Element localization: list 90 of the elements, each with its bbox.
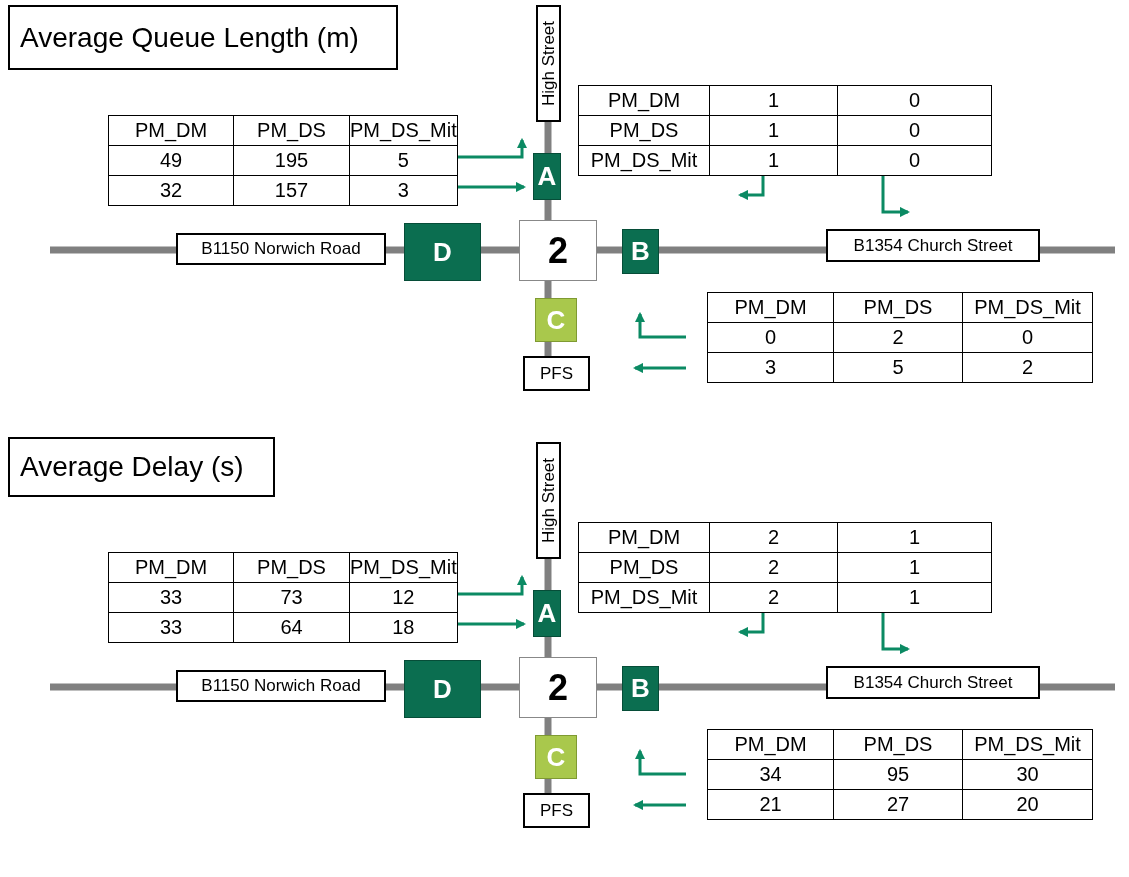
road-line xyxy=(544,281,552,298)
column-header: PM_DS xyxy=(833,729,963,760)
junction-arm-label: D xyxy=(404,660,481,718)
column-header: PM_DS xyxy=(833,292,963,323)
data-value: 2 xyxy=(833,322,963,353)
row-header: PM_DS_Mit xyxy=(578,145,710,176)
data-value: 157 xyxy=(233,175,350,206)
row-header: PM_DM xyxy=(578,522,710,553)
data-value: 2 xyxy=(962,352,1093,383)
column-header: PM_DS_Mit xyxy=(349,552,458,583)
data-value: 73 xyxy=(233,582,350,613)
column-header: PM_DS_Mit xyxy=(962,729,1093,760)
road-line xyxy=(481,683,519,691)
data-value: 0 xyxy=(837,145,992,176)
data-value: 5 xyxy=(349,145,458,176)
junction-arm-label: B xyxy=(622,229,659,274)
column-header: PM_DS xyxy=(233,115,350,146)
row-header: PM_DS xyxy=(578,552,710,583)
data-value: 1 xyxy=(837,522,992,553)
row-header: PM_DS_Mit xyxy=(578,582,710,613)
street-name-sign: B1354 Church Street xyxy=(826,666,1040,699)
road-line xyxy=(544,559,552,590)
data-value: 33 xyxy=(108,612,234,643)
row-header: PM_DM xyxy=(578,85,710,116)
road-line xyxy=(659,246,826,254)
data-value: 32 xyxy=(108,175,234,206)
junction-arm-label: C xyxy=(535,298,577,342)
road-line xyxy=(659,683,826,691)
data-value: 95 xyxy=(833,759,963,790)
junction-arm-label: D xyxy=(404,223,481,281)
road-line xyxy=(481,246,519,254)
junction-number: 2 xyxy=(519,657,597,718)
road-line xyxy=(544,342,552,356)
data-value: 195 xyxy=(233,145,350,176)
data-value: 27 xyxy=(833,789,963,820)
data-value: 1 xyxy=(709,85,838,116)
data-value: 33 xyxy=(108,582,234,613)
data-value: 1 xyxy=(837,552,992,583)
data-value: 30 xyxy=(962,759,1093,790)
street-name-sign: B1150 Norwich Road xyxy=(176,670,386,702)
data-value: 2 xyxy=(709,582,838,613)
data-value: 2 xyxy=(709,552,838,583)
road-line xyxy=(386,246,404,254)
street-name-sign: B1354 Church Street xyxy=(826,229,1040,262)
column-header: PM_DM xyxy=(108,552,234,583)
column-header: PM_DS_Mit xyxy=(962,292,1093,323)
column-header: PM_DS_Mit xyxy=(349,115,458,146)
data-value: 0 xyxy=(707,322,834,353)
column-header: PM_DM xyxy=(108,115,234,146)
junction-arm-label: B xyxy=(622,666,659,711)
road-line xyxy=(597,246,622,254)
data-value: 64 xyxy=(233,612,350,643)
junction-arm-label: A xyxy=(533,590,561,637)
column-header: PM_DS xyxy=(233,552,350,583)
data-value: 0 xyxy=(837,115,992,146)
data-value: 1 xyxy=(709,115,838,146)
road-line xyxy=(544,718,552,735)
data-value: 12 xyxy=(349,582,458,613)
street-name-sign: B1150 Norwich Road xyxy=(176,233,386,265)
road-line xyxy=(544,779,552,793)
junction-arm-label: A xyxy=(533,153,561,200)
data-value: 18 xyxy=(349,612,458,643)
data-value: 0 xyxy=(837,85,992,116)
data-value: 0 xyxy=(962,322,1093,353)
data-value: 5 xyxy=(833,352,963,383)
road-line xyxy=(386,683,404,691)
street-name-sign: PFS xyxy=(523,356,590,391)
data-value: 20 xyxy=(962,789,1093,820)
data-value: 1 xyxy=(709,145,838,176)
row-header: PM_DS xyxy=(578,115,710,146)
data-value: 49 xyxy=(108,145,234,176)
street-name-sign: High Street xyxy=(536,5,561,122)
junction-number: 2 xyxy=(519,220,597,281)
section-heading: Average Delay (s) xyxy=(8,437,275,497)
street-name-sign: PFS xyxy=(523,793,590,828)
road-line xyxy=(544,637,552,657)
column-header: PM_DM xyxy=(707,292,834,323)
data-value: 1 xyxy=(837,582,992,613)
column-header: PM_DM xyxy=(707,729,834,760)
junction-arm-label: C xyxy=(535,735,577,779)
street-name-sign: High Street xyxy=(536,442,561,559)
data-value: 34 xyxy=(707,759,834,790)
road-line xyxy=(597,683,622,691)
data-value: 3 xyxy=(349,175,458,206)
data-value: 2 xyxy=(709,522,838,553)
road-line xyxy=(544,200,552,220)
section-heading: Average Queue Length (m) xyxy=(8,5,398,70)
data-value: 21 xyxy=(707,789,834,820)
data-value: 3 xyxy=(707,352,834,383)
road-line xyxy=(544,122,552,153)
